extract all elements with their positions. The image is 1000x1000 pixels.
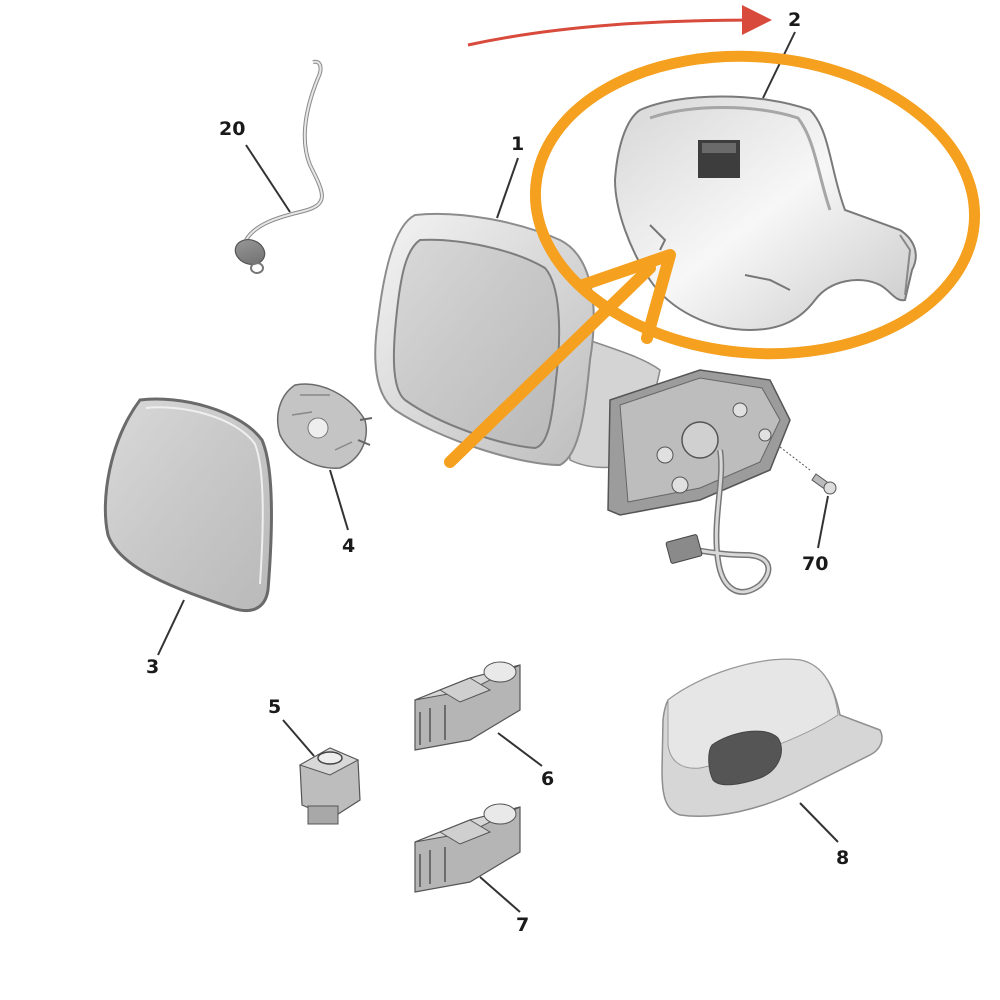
- red-curved-arrow: [467, 5, 772, 47]
- actuator-plate-part: [276, 383, 373, 469]
- switch-panel-b-part: [414, 803, 521, 893]
- switch-panel-a-part: [414, 661, 521, 751]
- wiring-lead-part: [234, 59, 324, 274]
- leader-6: [497, 732, 543, 767]
- screw-part: [779, 446, 837, 495]
- orange-pointer-shaft: [444, 262, 656, 468]
- callout-6: 6: [541, 768, 555, 790]
- leader-70: [817, 495, 829, 549]
- callout-3: 3: [146, 656, 160, 678]
- leader-4: [329, 469, 349, 531]
- callout-20: 20: [219, 118, 246, 140]
- leader-20: [245, 144, 291, 213]
- leader-2: [762, 31, 796, 99]
- highlight-annotations: [444, 5, 981, 468]
- callout-1: 1: [511, 133, 525, 155]
- callout-70: 70: [802, 553, 829, 575]
- leader-1: [496, 157, 519, 219]
- mirror-switch-part: [298, 747, 361, 825]
- mirror-glass-part: [103, 397, 273, 613]
- callout-5: 5: [268, 696, 282, 718]
- base-trim-cover-part: [661, 658, 883, 818]
- leader-3: [157, 599, 185, 656]
- leader-5: [282, 719, 315, 757]
- leader-8: [799, 802, 839, 843]
- mirror-cover-cap-part: [613, 95, 917, 332]
- callout-8: 8: [836, 847, 850, 869]
- orange-pointer-head: [577, 249, 676, 344]
- callout-2: 2: [788, 9, 802, 31]
- mirror-housing-part: [374, 212, 791, 595]
- callout-7: 7: [516, 914, 530, 936]
- callout-4: 4: [342, 535, 356, 557]
- leader-7: [479, 876, 521, 913]
- highlight-ellipse: [529, 50, 981, 360]
- leader-lines: [157, 31, 839, 913]
